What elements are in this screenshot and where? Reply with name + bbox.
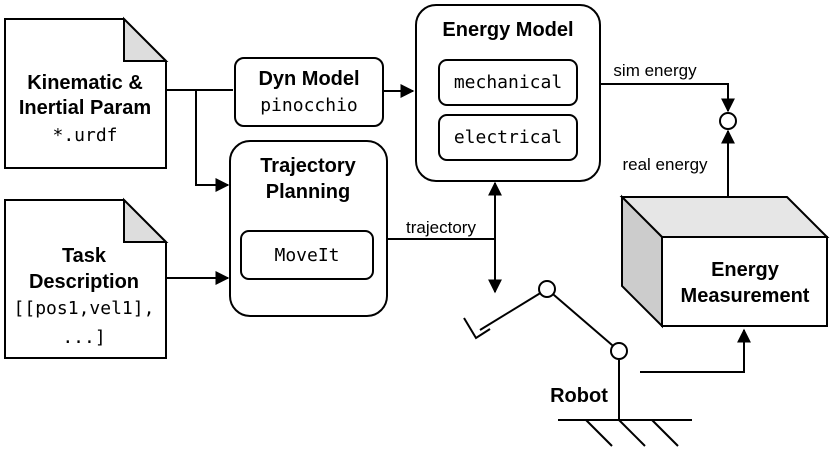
connectors xyxy=(163,83,751,373)
connector-kinematic-to-trajectory xyxy=(195,90,230,192)
robot-shoulder-joint xyxy=(610,342,628,360)
moveit-label: MoveIt xyxy=(274,245,339,266)
dyn-model-block: Dyn Model pinocchio xyxy=(234,57,384,127)
energy-model-title: Energy Model xyxy=(442,19,573,41)
robot-forearm-link xyxy=(479,288,548,331)
measurement-title-line2: Measurement xyxy=(681,285,810,307)
dyn-model-box xyxy=(234,57,384,127)
robot-label: Robot xyxy=(550,385,608,407)
trajectory-label: trajectory xyxy=(406,218,476,237)
electrical-label: electrical xyxy=(454,127,562,148)
task-code-line1: [[pos1,vel1], xyxy=(14,298,155,319)
kinematic-file: *.urdf xyxy=(52,125,117,146)
connector-robot-to-measurement xyxy=(640,328,751,373)
energy-comparison-node xyxy=(719,112,737,130)
robot-upper-link xyxy=(546,288,620,352)
energy-measurement-block: Energy Measurement xyxy=(619,194,830,329)
kinematic-document: Kinematic & Inertial Param *.urdf xyxy=(4,16,169,169)
kinematic-document-fold xyxy=(123,16,169,62)
dyn-model-library: pinocchio xyxy=(260,95,358,116)
kinematic-title-line2: Inertial Param xyxy=(19,97,151,119)
kinematic-title-line1: Kinematic & xyxy=(27,72,143,94)
sim-energy-label: sim energy xyxy=(613,61,697,80)
task-title-line1: Task xyxy=(62,245,107,267)
task-document: Task Description [[pos1,vel1], ...] xyxy=(4,197,169,359)
trajectory-planning-block: Trajectory Planning MoveIt xyxy=(229,140,388,317)
robot-ground-hatch-3 xyxy=(651,419,679,447)
trajectory-title-line2: Planning xyxy=(266,181,350,203)
mechanical-box xyxy=(438,59,578,106)
electrical-box xyxy=(438,114,578,161)
task-document-fold xyxy=(123,197,169,243)
task-code-line2: ...] xyxy=(62,327,105,348)
moveit-box xyxy=(240,230,374,280)
measurement-front-face xyxy=(661,236,828,327)
trajectory-title-line1: Trajectory xyxy=(260,155,356,177)
robot-arm: Robot xyxy=(463,280,692,447)
connector-sim-energy xyxy=(601,83,735,113)
measurement-title-line1: Energy xyxy=(711,259,780,281)
robot-gripper xyxy=(463,317,491,340)
energy-model-block: Energy Model mechanical electrical xyxy=(415,4,601,182)
task-title-line2: Description xyxy=(29,271,139,293)
robot-ground-hatch-1 xyxy=(585,419,613,447)
dyn-model-title: Dyn Model xyxy=(258,68,359,90)
mechanical-label: mechanical xyxy=(454,72,562,93)
robot-ground-hatch-2 xyxy=(618,419,646,447)
robot-elbow-joint xyxy=(538,280,556,298)
real-energy-label: real energy xyxy=(622,155,708,174)
